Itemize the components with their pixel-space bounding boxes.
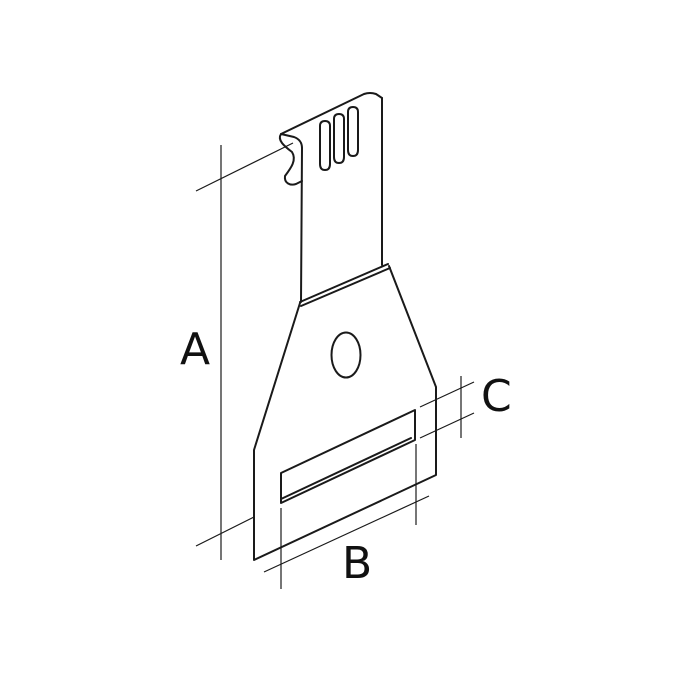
strip-slot-2 <box>333 113 345 164</box>
hanger-strip <box>278 92 383 303</box>
plate-fold-line-inner <box>300 267 391 307</box>
plate-fold-line <box>299 263 389 303</box>
dimension-a <box>195 142 294 560</box>
plate-slot-inner-edge <box>280 437 412 500</box>
strip-slots <box>319 106 359 171</box>
dimension-a-label: A <box>180 324 210 375</box>
strip-slot-3 <box>347 106 359 157</box>
plate-outline <box>253 265 437 561</box>
plate-hole <box>330 331 362 379</box>
strip-hook-curl <box>278 133 303 186</box>
plate-slot <box>280 409 416 504</box>
hanger-plate <box>253 263 437 561</box>
dimension-c-top-extension <box>419 381 475 408</box>
strip-hook-return <box>280 133 303 149</box>
strip-top-edge <box>280 92 383 135</box>
dimension-c-label: C <box>481 371 512 422</box>
dimension-b-line <box>263 495 430 573</box>
strip-left-edge <box>300 147 303 303</box>
dimension-a-top-extension <box>195 142 294 192</box>
dimension-c-bottom-extension <box>419 412 475 439</box>
dimension-a-bottom-extension <box>195 516 255 547</box>
strip-slot-1 <box>319 120 331 171</box>
dimension-b-label: B <box>342 538 372 589</box>
dimension-c <box>419 376 475 439</box>
